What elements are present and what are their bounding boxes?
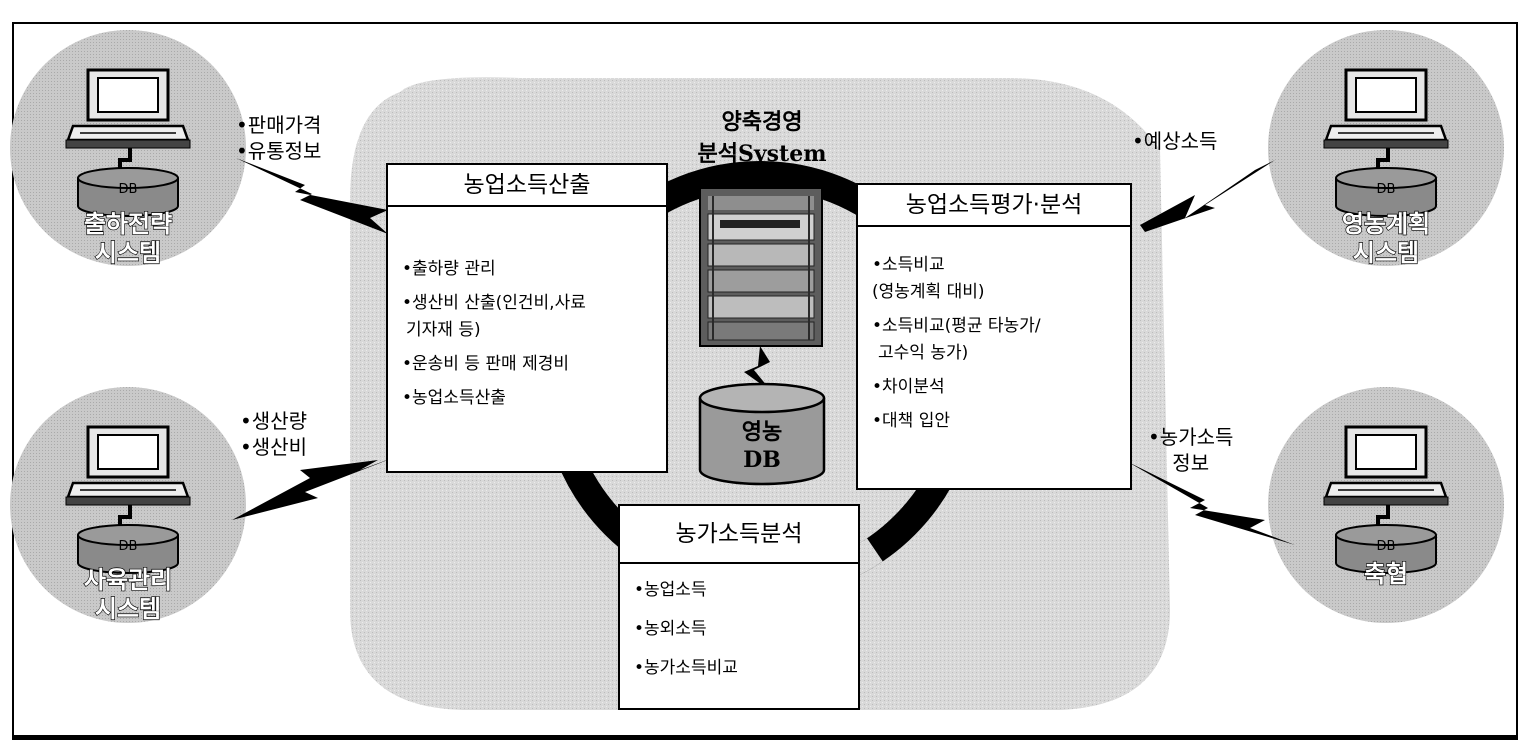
income-calc-title: 농업소득산출 <box>388 165 666 207</box>
list-item: •소득비교(평균 타농가/ <box>872 316 1041 336</box>
farming-plan-system-name: 영농계획 시스템 <box>1316 209 1456 268</box>
db-label: DB <box>1376 539 1396 554</box>
list-item: •대책 입안 <box>872 411 950 431</box>
coop-system-name: 축협 <box>1316 559 1456 589</box>
database-icon <box>698 382 826 486</box>
flow-label-line: •생산량 <box>240 409 307 433</box>
farm-income-title: 농가소득분석 <box>620 506 858 564</box>
flow-label-farming-plan: •예상소득 <box>1132 128 1217 154</box>
income-eval-title: 농업소득평가·분석 <box>858 185 1130 227</box>
db-label: DB <box>118 182 138 197</box>
lightning-link-icon <box>232 456 398 520</box>
lightning-link-icon <box>1128 462 1295 545</box>
flow-label-line: •예상소득 <box>1132 129 1218 153</box>
flow-label-line: •농가소득 <box>1148 425 1234 449</box>
list-item: •농외소득 <box>634 619 707 639</box>
center-db-line2: DB <box>743 447 781 473</box>
income-eval-box: 농업소득평가·분석 •소득비교 (영농계획 대비) •소득비교(평균 타농가/ … <box>856 183 1132 490</box>
list-item: 고수익 농가) <box>878 343 969 363</box>
center-title-line2: 분석System <box>697 141 827 167</box>
system-name-line: 출하전략 <box>83 209 173 238</box>
breeding-system-name: 사육관리 시스템 <box>58 565 198 624</box>
db-label: DB <box>1376 182 1396 197</box>
list-item: (영농계획 대비) <box>872 282 985 302</box>
center-title-line1: 양축경영 <box>721 109 803 135</box>
shipping-system-name: 출하전략 시스템 <box>58 209 198 268</box>
farm-income-box: 농가소득분석 •농업소득 •농외소득 •농가소득비교 <box>618 504 860 710</box>
income-calc-box: 농업소득산출 •출하량 관리 •생산비 산출(인건비,사료 기자재 등) •운송… <box>386 163 668 473</box>
system-name-line: 축협 <box>1363 559 1409 588</box>
income-calc-list: •출하량 관리 •생산비 산출(인건비,사료 기자재 등) •운송비 등 판매 … <box>402 259 660 422</box>
list-item: 기자재 등) <box>406 320 481 340</box>
system-name-line: 시스템 <box>1352 238 1420 267</box>
lightning-link-icon <box>236 158 388 234</box>
system-name-line: 사육관리 <box>83 565 173 594</box>
list-item: •농업소득산출 <box>402 388 506 408</box>
farm-income-list: •농업소득 •농외소득 •농가소득비교 <box>634 580 852 692</box>
list-item: •농업소득 <box>634 580 707 600</box>
list-item: •소득비교 <box>872 255 945 275</box>
server-rack-icon <box>699 187 823 347</box>
system-name-line: 시스템 <box>94 594 162 623</box>
system-name-line: 영농계획 <box>1341 209 1431 238</box>
list-item: •농가소득비교 <box>634 658 738 678</box>
flow-label-line: •판매가격 <box>236 113 322 137</box>
flow-label-coop: •농가소득 정보 <box>1148 424 1233 476</box>
db-label: DB <box>118 539 138 554</box>
system-name-line: 시스템 <box>94 238 162 267</box>
lightning-link-icon <box>744 346 772 392</box>
flow-label-line: •유통정보 <box>236 139 322 163</box>
income-eval-list: •소득비교 (영농계획 대비) •소득비교(평균 타농가/ 고수익 농가) •차… <box>872 255 1124 445</box>
center-db-label: 영농 DB <box>702 418 822 474</box>
bottom-rule <box>12 735 1518 740</box>
center-db-line1: 영농 <box>741 419 783 445</box>
flow-label-line: •생산비 <box>240 435 307 459</box>
center-title: 양축경영 분석System <box>672 106 852 170</box>
flow-label-shipping: •판매가격 •유통정보 <box>236 112 321 164</box>
flow-label-breeding: •생산량 •생산비 <box>240 408 307 460</box>
list-item: •차이분석 <box>872 377 945 397</box>
flow-label-line: 정보 <box>1172 451 1210 475</box>
list-item: •출하량 관리 <box>402 259 496 279</box>
list-item: •운송비 등 판매 제경비 <box>402 354 569 374</box>
lightning-link-icon <box>1140 160 1275 232</box>
list-item: •생산비 산출(인건비,사료 <box>402 293 586 313</box>
